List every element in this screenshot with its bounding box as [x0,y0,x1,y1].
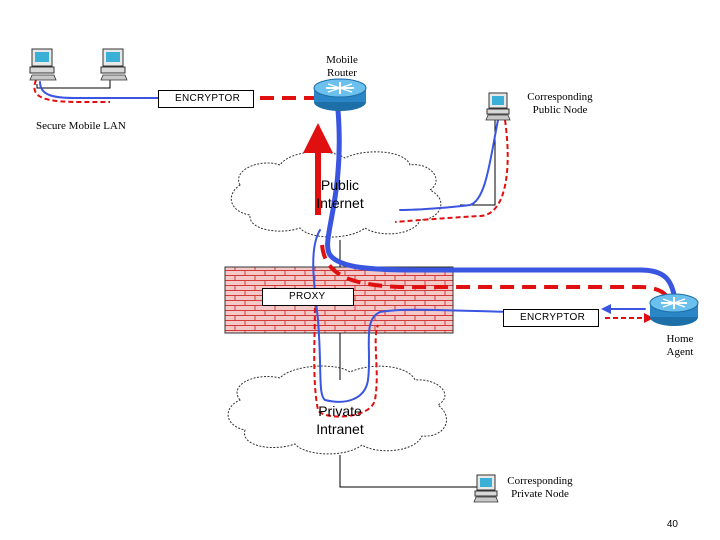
private-intranet-cloud [227,365,448,455]
corresponding-private-node-pc-icon [473,474,499,503]
home-agent-label: Home Agent [655,333,705,359]
proxy-box: PROXY [262,288,354,306]
corresponding-public-node-label: Corresponding Public Node [512,91,608,117]
home-agent-router-icon [649,293,699,326]
red-path-lan [33,79,110,103]
public-node-label-line-1: Corresponding [527,91,593,103]
secure-lan-pc-1-icon [29,48,57,81]
blue-path-public-node [399,119,499,211]
mobile-router-label-line-1: Mobile [326,54,358,66]
public-internet-label-line-1: Public [320,177,360,193]
home-agent-label-line-2: Agent [666,346,694,358]
private-node-label-line-2: Private Node [511,488,569,500]
private-intranet-label-line-2: Intranet [316,421,364,437]
blue-path-proxy-loop [312,229,511,403]
secure-lan-pc-2-icon [100,48,128,81]
corresponding-public-node-pc-icon [485,92,511,121]
secure-mobile-lan-label: Secure Mobile LAN [36,120,126,132]
red-path-main-tunnel [320,244,670,301]
mobile-router-icon [313,78,367,111]
encryptor-top-box: ENCRYPTOR [158,90,254,108]
private-node-label-line-1: Corresponding [507,475,573,487]
public-node-label-line-2: Public Node [532,104,588,116]
private-intranet-label-line-1: Private [318,403,362,419]
mobile-router-label: Mobile Router [318,54,366,80]
public-internet-label-line-2: Internet [316,195,364,211]
public-internet-label: Public Internet [300,176,380,212]
encryptor-right-box: ENCRYPTOR [503,309,599,327]
red-path-proxy-loop [313,299,379,418]
private-intranet-label: Private Intranet [298,402,382,438]
page-number: 40 [666,519,678,530]
mobile-router-label-line-2: Router [327,67,357,79]
home-agent-label-line-1: Home [666,333,694,345]
blue-path-lan-to-router [39,81,254,103]
blue-path-main-tunnel [325,107,678,303]
corresponding-private-node-label: Corresponding Private Node [494,475,586,501]
red-path-public-node [394,119,509,223]
